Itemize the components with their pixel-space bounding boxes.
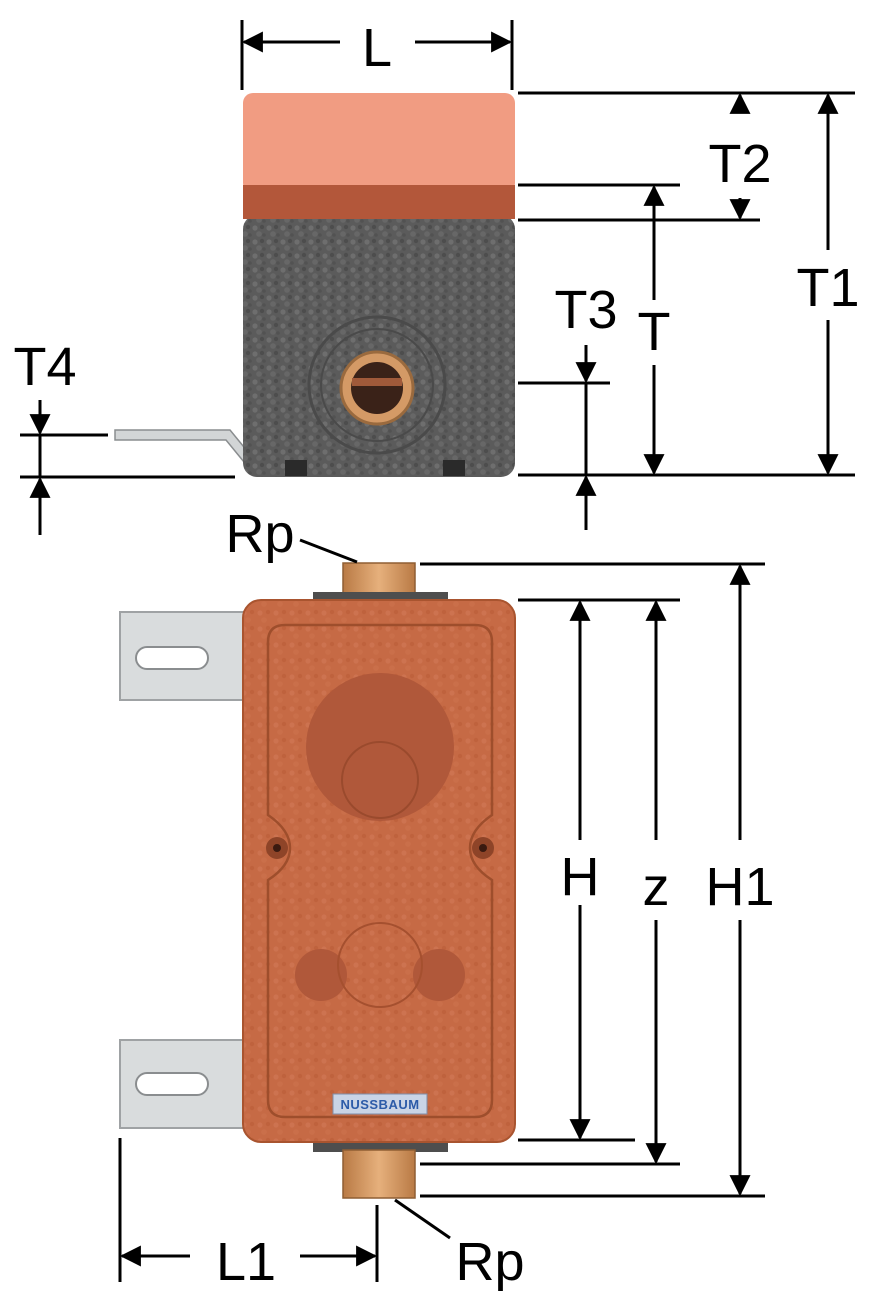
callout-rp-top: Rp [225,504,358,564]
front-view-module: NUSSBAUM [119,562,516,1199]
dimension-T4: T4 [13,337,235,535]
dimension-T1: T1 [796,92,860,476]
foot-right [443,460,465,476]
foam-ring [307,315,447,455]
dimension-T2: T2 [708,92,772,221]
brass-connector-top [342,562,416,598]
port-left [295,949,347,1001]
brass-connector-bottom [342,1149,416,1199]
inner-contour [266,623,494,1119]
dimension-T3: T3 [554,280,618,530]
label-T3: T3 [554,280,617,340]
top-cap-band [243,185,515,219]
dimension-L1: L1 [118,1138,379,1292]
callout-rp-bottom: Rp [394,1198,525,1292]
label-T2: T2 [708,134,771,194]
port-right [413,949,465,1001]
brand-logo-text: NUSSBAUM [340,1097,419,1112]
mounting-bracket-top [119,611,249,701]
label-H: H [561,847,600,907]
label-T: T [638,302,671,362]
label-L: L [362,18,392,78]
mounting-bracket-bottom [119,1039,249,1129]
label-rp-top: Rp [225,504,294,564]
dimension-H1: H1 [705,563,775,1197]
large-recess [306,673,454,821]
dimension-z: z [643,599,670,1165]
top-view-module [114,93,515,477]
dimension-H: H [561,599,600,1141]
label-T4: T4 [13,337,76,397]
dimension-T: T [638,184,671,476]
top-cap-light [243,93,515,193]
label-T1: T1 [796,258,859,318]
label-L1: L1 [216,1232,276,1292]
label-H1: H1 [705,857,774,917]
foot-left [285,460,307,476]
brand-plate [332,1093,428,1115]
label-z: z [643,857,670,917]
label-rp-bottom: Rp [455,1232,524,1292]
dimension-L: L [240,18,514,90]
insulation-foam-body [243,215,515,477]
